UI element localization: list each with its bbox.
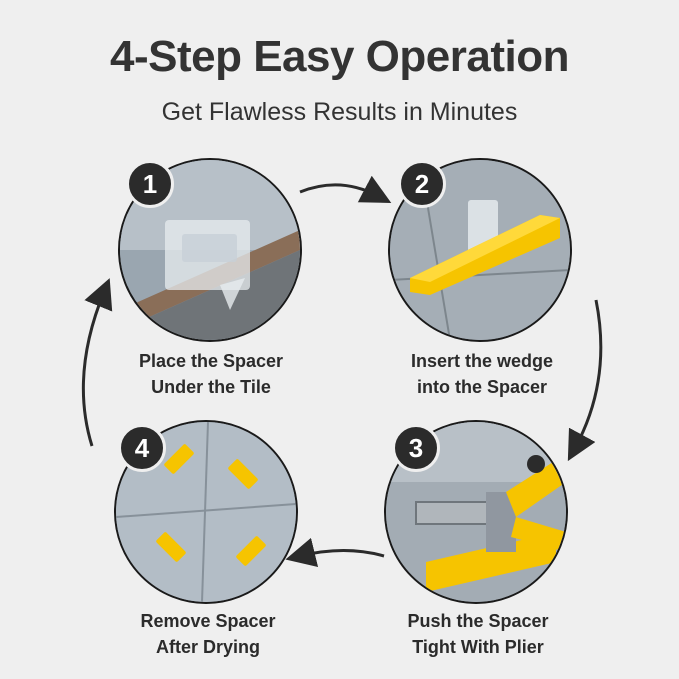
step-1-caption-line1: Place the Spacer	[138, 351, 284, 371]
arrow-3-to-4	[285, 537, 385, 568]
step-2-caption-line1: Insert the wedge	[410, 351, 554, 371]
step-3-badge: 3	[392, 424, 440, 472]
step-1-caption-line2: Under the Tile	[151, 377, 271, 397]
arrow-2-to-3	[567, 299, 603, 462]
step-2-caption-line2: into the Spacer	[416, 377, 548, 397]
step-4-caption: Remove Spacer After Drying	[108, 608, 308, 660]
step-3-caption-line2: Tight With Plier	[412, 637, 544, 657]
step-1-image	[118, 158, 302, 342]
step-4-caption-line2: After Drying	[155, 637, 260, 657]
step-3-caption-line1: Push the Spacer	[407, 611, 549, 631]
step-2-caption: Insert the wedge into the Spacer	[382, 348, 582, 400]
step-3-caption: Push the Spacer Tight With Plier	[378, 608, 578, 660]
page-title: 4-Step Easy Operation	[110, 32, 569, 81]
page-subtitle: Get Flawless Results in Minutes	[161, 98, 518, 126]
step-2-badge: 2	[398, 160, 446, 208]
arrow-4-to-1	[81, 278, 113, 447]
step-1-caption: Place the Spacer Under the Tile	[111, 348, 311, 400]
arrow-1-to-2	[299, 175, 392, 203]
step-1-badge: 1	[126, 160, 174, 208]
step-4-caption-line1: Remove Spacer	[140, 611, 276, 631]
step-4-badge: 4	[118, 424, 166, 472]
